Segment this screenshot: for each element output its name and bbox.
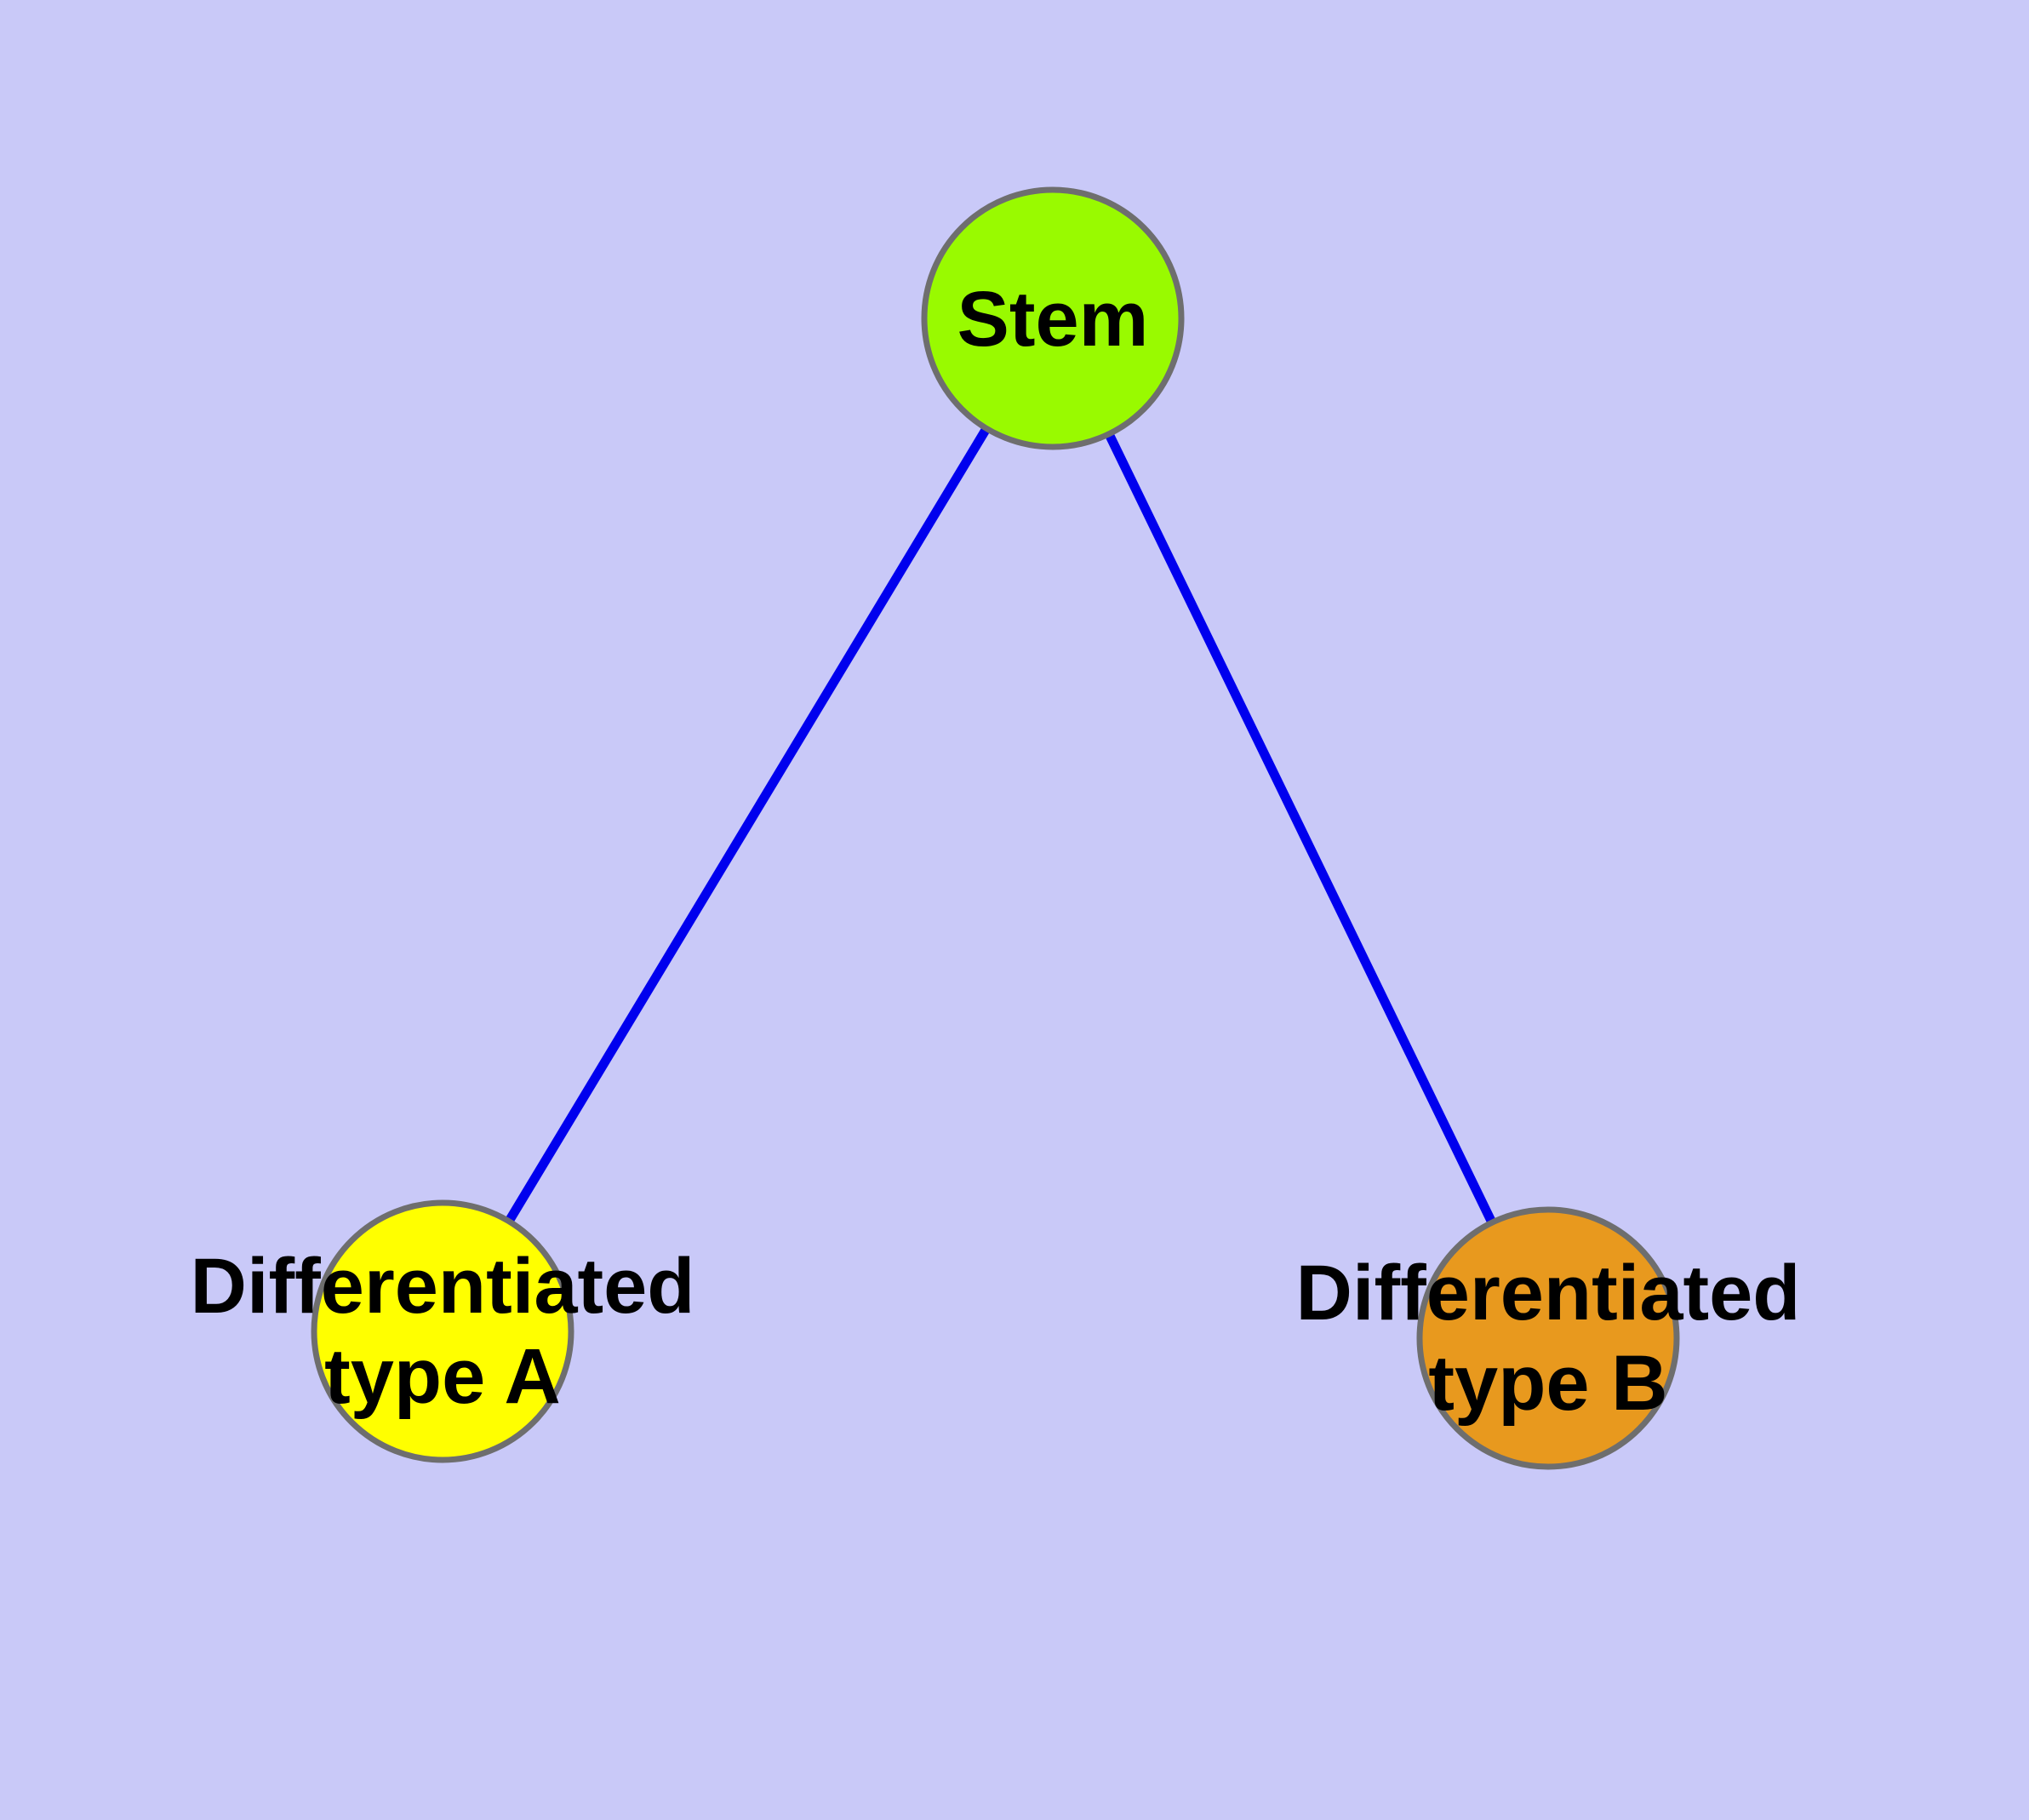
node-differentiated-type-a[interactable]: Differentiated type A (191, 1199, 695, 1463)
node-type-a-label-line1: Differentiated (191, 1243, 695, 1330)
node-type-b-label-line2: type B (1428, 1340, 1667, 1427)
node-stem[interactable]: Stem (921, 186, 1185, 450)
node-type-b-label-line1: Differentiated (1296, 1250, 1801, 1336)
node-type-a-circle (311, 1199, 574, 1463)
node-stem-label: Stem (957, 276, 1149, 363)
node-stem-circle (921, 186, 1185, 450)
node-type-b-circle (1416, 1206, 1680, 1470)
edge-stem-to-type-a (438, 316, 1057, 1334)
edge-stem-to-type-b (1049, 316, 1552, 1341)
node-differentiated-type-b[interactable]: Differentiated type B (1296, 1206, 1801, 1470)
node-type-a-label-line2: type A (324, 1333, 561, 1420)
